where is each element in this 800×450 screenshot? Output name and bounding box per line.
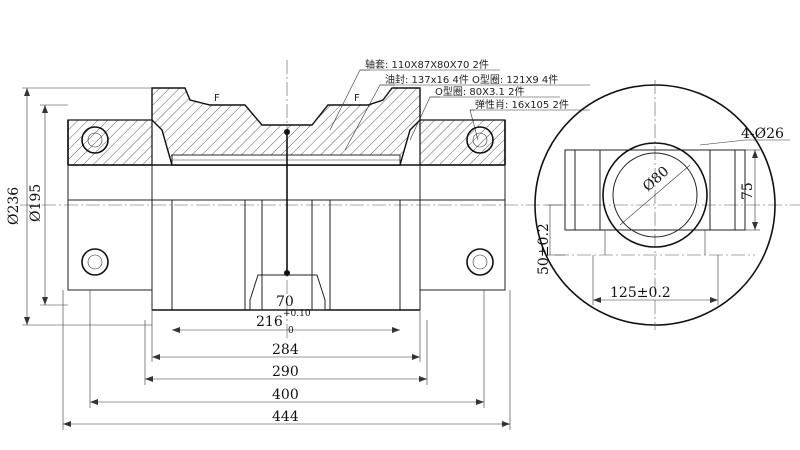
dim-d236: Ø236 — [6, 187, 22, 225]
dim-w444: 444 — [272, 409, 299, 425]
note-oring: O型圈: 80X3.1 2件 — [435, 85, 524, 98]
upper-right-bolt-hole — [466, 126, 494, 154]
dim-w284: 284 — [272, 342, 299, 358]
lower-left-bolt-hole — [81, 248, 109, 276]
note-pin: 弹性肖: 16x105 2件 — [475, 98, 569, 111]
side-dim-holes: 4-Ø26 — [741, 126, 784, 142]
dim-d195: Ø195 — [28, 184, 44, 222]
dim-w400: 400 — [272, 387, 299, 403]
roller-section-hatch — [151, 87, 421, 166]
side-dim-h125: 125±0.2 — [610, 285, 671, 301]
dim-w70: 70 — [276, 294, 294, 310]
dim-w290: 290 — [272, 364, 299, 380]
side-dim-h75: 75 — [740, 182, 756, 200]
section-mark-left: F — [214, 93, 220, 104]
side-view: Ø80 4-Ø26 75 50±0.2 125±0.2 — [534, 80, 790, 330]
note-bushing: 轴套: 110X87X80X70 2件 — [365, 58, 489, 71]
side-dim-bore: Ø80 — [640, 163, 672, 194]
lower-right-bolt-hole — [466, 248, 494, 276]
dim-w216-tol-lower: 0 — [288, 326, 294, 336]
note-seal: 油封: 137x16 4件 O型圈: 121X9 4件 — [385, 73, 558, 86]
upper-left-bolt-hole — [81, 126, 109, 154]
side-bore-inner — [612, 152, 698, 238]
dim-w216-tol-upper: +0.10 — [283, 309, 311, 319]
side-dim-v50: 50±0.2 — [536, 223, 552, 275]
dim-w216: 216 — [256, 314, 283, 330]
side-bore-outer — [602, 142, 708, 248]
front-section-view: F F 轴套: 110X87X80X70 2件 油封: 137x16 4件 O型… — [6, 58, 800, 430]
left-flange-hatch — [67, 119, 153, 166]
section-mark-right: F — [354, 93, 360, 104]
